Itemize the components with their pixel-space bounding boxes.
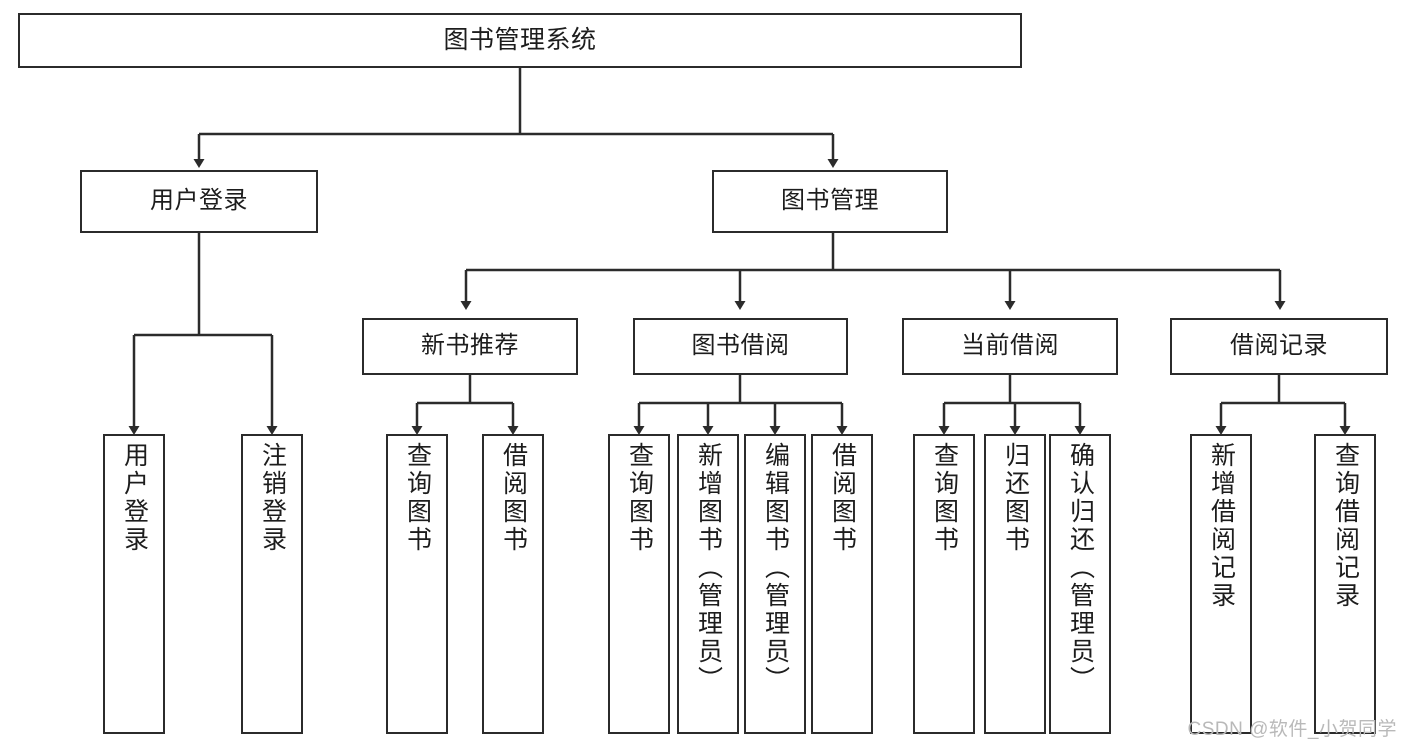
leaf-borrow-add-book[interactable]: 新增图书（管理员） bbox=[677, 434, 739, 734]
leaf-user-login-logout[interactable]: 注销登录 bbox=[241, 434, 303, 734]
node-label: 查询借阅记录 bbox=[1331, 442, 1360, 610]
leaf-current-return-book[interactable]: 归还图书 bbox=[984, 434, 1046, 734]
watermark-text: CSDN @软件_小贺同学 bbox=[1187, 719, 1397, 740]
node-label: 归还图书 bbox=[1001, 442, 1030, 554]
leaf-borrow-edit-book[interactable]: 编辑图书（管理员） bbox=[744, 434, 806, 734]
node-label: 注销登录 bbox=[258, 442, 287, 554]
node-label: 图书借阅 bbox=[691, 332, 790, 360]
leaf-current-confirm-return[interactable]: 确认归还（管理员） bbox=[1049, 434, 1111, 734]
node-root[interactable]: 图书管理系统 bbox=[18, 13, 1022, 68]
leaf-record-query-record[interactable]: 查询借阅记录 bbox=[1314, 434, 1376, 734]
leaf-borrow-borrow-book[interactable]: 借阅图书 bbox=[811, 434, 873, 734]
node-new-book-recommend[interactable]: 新书推荐 bbox=[362, 318, 578, 375]
node-label: 借阅记录 bbox=[1230, 332, 1328, 360]
node-label: 当前借阅 bbox=[961, 332, 1059, 360]
leaf-record-add-record[interactable]: 新增借阅记录 bbox=[1190, 434, 1252, 734]
node-label: 图书管理系统 bbox=[443, 25, 597, 54]
node-book-borrow[interactable]: 图书借阅 bbox=[633, 318, 848, 375]
node-label: 查询图书 bbox=[930, 442, 959, 554]
node-current-borrow[interactable]: 当前借阅 bbox=[902, 318, 1118, 375]
leaf-borrow-query-book[interactable]: 查询图书 bbox=[608, 434, 670, 734]
node-label: 确认归还（管理员） bbox=[1066, 442, 1095, 694]
node-label: 新书推荐 bbox=[421, 332, 519, 360]
node-label: 图书管理 bbox=[781, 187, 879, 215]
node-label: 用户登录 bbox=[120, 442, 149, 554]
node-label: 编辑图书（管理员） bbox=[761, 442, 790, 694]
node-label: 用户登录 bbox=[150, 187, 248, 215]
node-label: 借阅图书 bbox=[499, 442, 528, 554]
leaf-current-query-book[interactable]: 查询图书 bbox=[913, 434, 975, 734]
node-book-management[interactable]: 图书管理 bbox=[712, 170, 948, 233]
node-label: 查询图书 bbox=[625, 442, 654, 554]
leaf-new-book-query[interactable]: 查询图书 bbox=[386, 434, 448, 734]
node-label: 新增图书（管理员） bbox=[694, 442, 723, 694]
node-borrow-record[interactable]: 借阅记录 bbox=[1170, 318, 1388, 375]
node-user-login[interactable]: 用户登录 bbox=[80, 170, 318, 233]
leaf-user-login-login[interactable]: 用户登录 bbox=[103, 434, 165, 734]
leaf-new-book-borrow[interactable]: 借阅图书 bbox=[482, 434, 544, 734]
node-label: 新增借阅记录 bbox=[1207, 442, 1236, 610]
node-label: 查询图书 bbox=[403, 442, 432, 554]
node-label: 借阅图书 bbox=[828, 442, 857, 554]
